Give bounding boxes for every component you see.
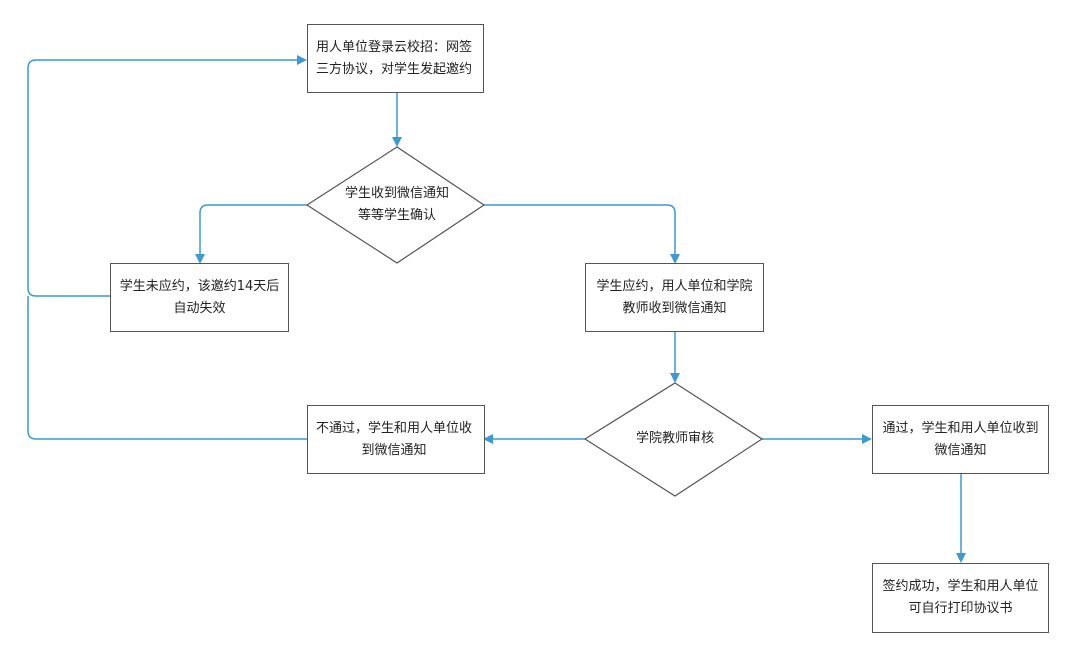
node-student-accept: 学生应约，用人单位和学院 教师收到微信通知 (585, 263, 764, 332)
node-student-no-reply: 学生未应约，该邀约14天后 自动失效 (110, 263, 289, 332)
connector-confirm-to-no-reply (195, 204, 307, 264)
node-signed: 签约成功，学生和用人单位 可自行打印协议书 (872, 563, 1049, 633)
node-student-accept-line-1: 学生应约，用人单位和学院 (596, 278, 753, 294)
node-signed-line-2: 可自行打印协议书 (908, 601, 1013, 616)
connector-confirm-to-accept (484, 204, 680, 264)
node-student-confirm-line-2: 等等学生确认 (357, 208, 436, 223)
node-pass-line-2: 微信通知 (934, 442, 987, 458)
node-pass-line-1: 通过，学生和用人单位收到 (882, 420, 1039, 436)
node-not-pass-line-1: 不通过，学生和用人单位收 (316, 420, 473, 436)
node-employer-login-line-2: 三方协议，对学生发起邀约 (316, 61, 473, 77)
node-teacher-review-line-1: 学院教师审核 (635, 431, 714, 446)
node-student-confirm-line-1: 学生收到微信通知 (344, 186, 449, 201)
node-employer-login: 用人单位登录云校招：网签 三方协议，对学生发起邀约 (307, 24, 484, 93)
connector-no-reply-back-to-login (27, 55, 307, 297)
node-signed-line-1: 签约成功，学生和用人单位 (882, 579, 1039, 594)
node-student-confirm-label: 学生收到微信通知 等等学生确认 (327, 182, 467, 228)
node-student-accept-line-2: 教师收到微信通知 (622, 300, 727, 316)
node-not-pass-line-2: 到微信通知 (361, 442, 427, 458)
node-pass: 通过，学生和用人单位收到 微信通知 (872, 405, 1049, 474)
connector-not-pass-back-to-login (27, 296, 307, 440)
node-not-pass: 不通过，学生和用人单位收 到微信通知 (307, 405, 485, 474)
node-employer-login-line-1: 用人单位登录云校招：网签 (316, 39, 473, 55)
node-student-no-reply-line-1: 学生未应约，该邀约14天后 (119, 278, 280, 294)
decision-diamond-student-confirm (305, 146, 486, 264)
node-teacher-review-label: 学院教师审核 (615, 428, 735, 450)
decision-diamond-teacher-review (583, 382, 764, 497)
node-student-no-reply-line-2: 自动失效 (173, 300, 226, 316)
